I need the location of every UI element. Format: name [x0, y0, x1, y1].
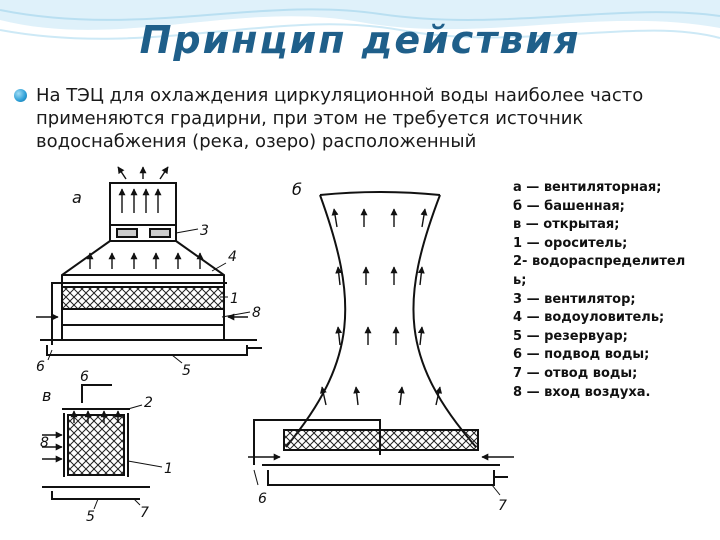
legend-item: 1 — ороситель;: [513, 235, 628, 251]
callout-v-8: 8: [40, 435, 49, 451]
fan-tower-a: [36, 166, 262, 364]
legend-item: б — башенная;: [513, 198, 625, 214]
slide-title: Принцип действия: [139, 18, 581, 62]
header-waves: [0, 0, 720, 40]
callout-a-4: 4: [228, 249, 237, 265]
legend-item: 8 — вход воздуха.: [513, 384, 651, 400]
callout-a-3: 3: [200, 223, 209, 239]
bullet-icon: [14, 89, 27, 102]
open-tower-v: [42, 384, 163, 510]
callout-v-7: 7: [140, 505, 149, 521]
legend: а — вентиляторная; б — башенная; в — отк…: [513, 179, 691, 403]
callout-a-6: 6: [36, 359, 45, 375]
legend-item: 7 — отвод воды;: [513, 365, 638, 381]
callout-v-5: 5: [86, 509, 95, 525]
legend-item: 2- водораспределитель;: [513, 254, 686, 288]
callout-v-1: 1: [164, 461, 173, 477]
legend-item: 5 — резервуар;: [513, 328, 628, 344]
legend-item: 3 — вентилятор;: [513, 291, 636, 307]
cooling-tower-diagram: а б в 3 4 1 8 5 6 6 7 6 2 8 1 5 7: [22, 165, 570, 527]
callout-v-2: 2: [144, 395, 153, 411]
callout-a-5: 5: [182, 363, 191, 379]
legend-item: в — открытая;: [513, 217, 620, 233]
label-a: а: [72, 188, 82, 207]
legend-item: а — вентиляторная;: [513, 180, 662, 195]
hyperbolic-tower-b: [248, 191, 514, 496]
bullet-text: На ТЭЦ для охлаждения циркуляционной вод…: [36, 85, 644, 152]
callout-b-7: 7: [498, 498, 507, 514]
legend-item: 6 — подвод воды;: [513, 347, 650, 363]
callout-a-8: 8: [252, 305, 261, 321]
label-v: в: [42, 386, 51, 405]
bullet-item: На ТЭЦ для охлаждения циркуляционной вод…: [14, 84, 704, 153]
label-b: б: [292, 180, 302, 199]
callout-v-6: 6: [80, 369, 89, 385]
callout-b-6: 6: [258, 491, 267, 507]
legend-item: 4 — водоуловитель;: [513, 310, 665, 326]
callout-a-1: 1: [230, 291, 239, 307]
